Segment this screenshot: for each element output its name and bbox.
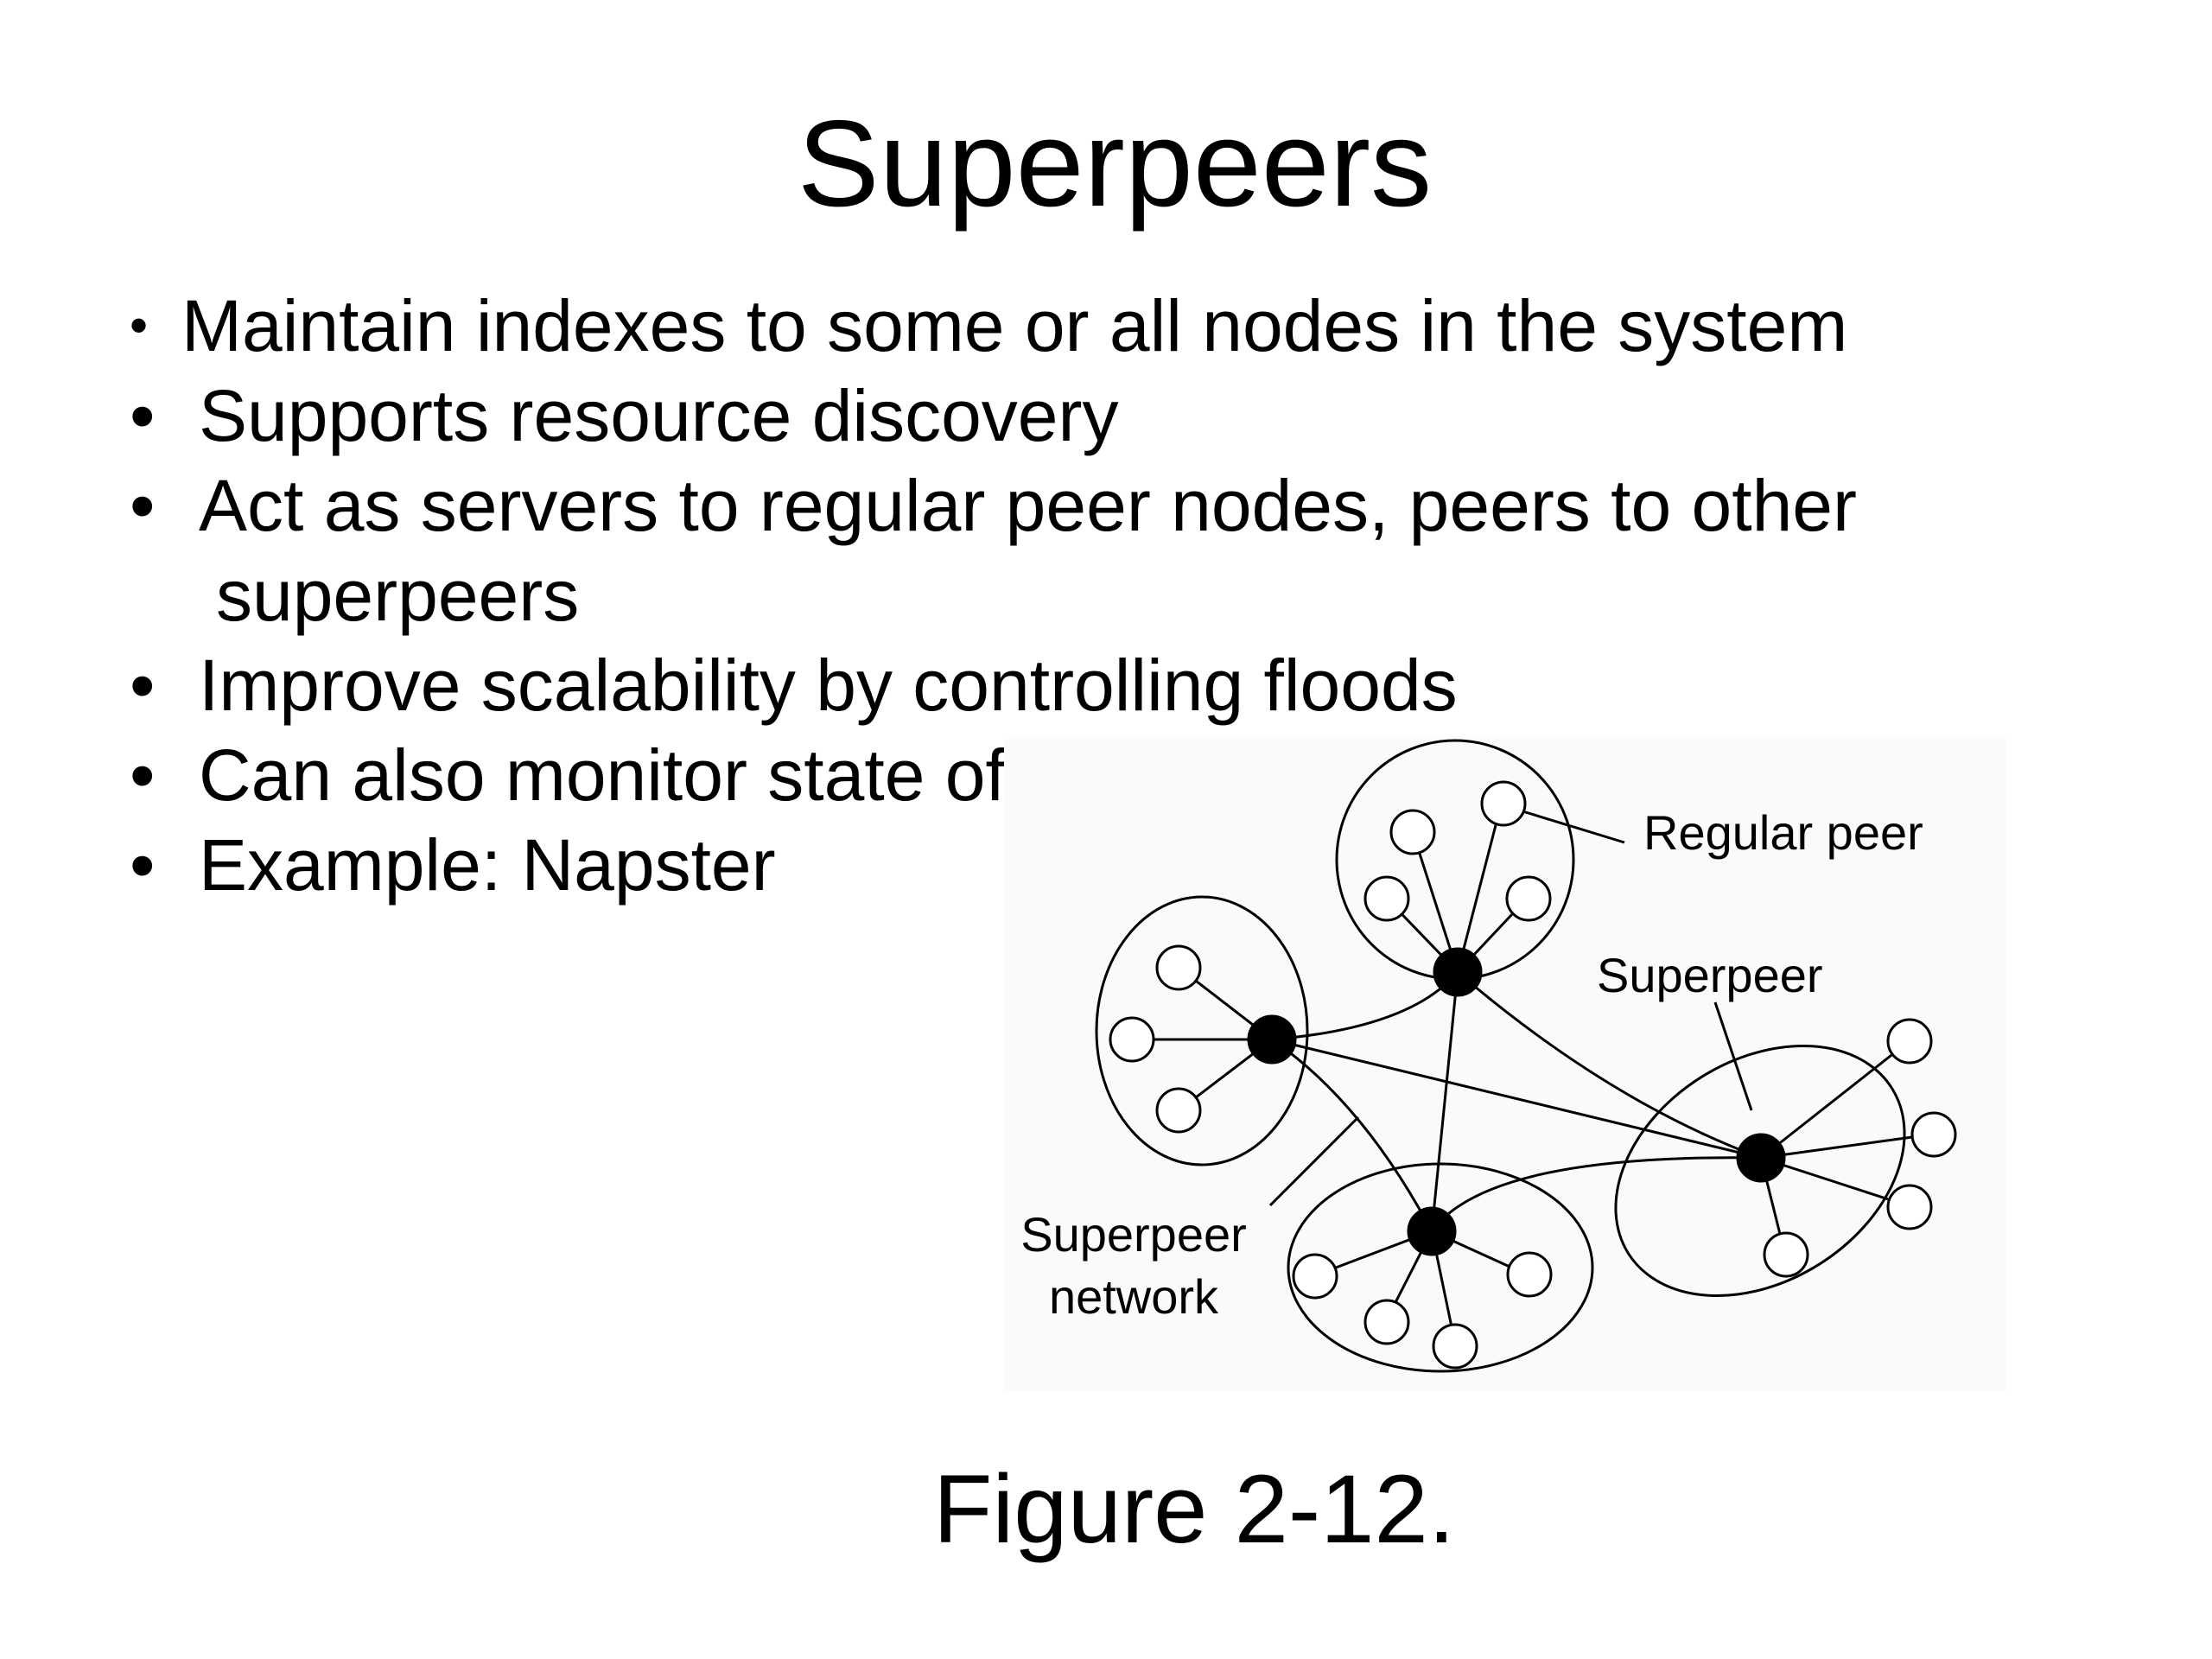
bullet-item: Improve scalability by controlling flood…: [121, 640, 1857, 730]
peer-link: [1760, 1133, 1932, 1160]
superpeer-node: [1247, 1014, 1297, 1065]
peer-link: [1760, 1041, 1908, 1160]
regular-peer: [1886, 1184, 1933, 1230]
regular-peer: [1480, 780, 1527, 827]
diagram-svg: [1095, 739, 1957, 1373]
regular-peer: [1763, 1231, 1809, 1278]
regular-peer: [1292, 1253, 1338, 1300]
regular-peer: [1363, 875, 1410, 922]
leader-line-network: [1268, 1116, 1360, 1207]
bullet-item: Supports resource discovery: [121, 371, 1857, 461]
bullet-list: Maintain indexes to some or all nodes in…: [121, 281, 1857, 910]
label-regular-peer: Regular peer: [1643, 805, 1923, 860]
regular-peer: [1505, 875, 1552, 922]
bullet-item: Example: Napster: [121, 820, 1857, 910]
cluster-outline-top: [1335, 739, 1575, 981]
superpeer-link: [1430, 1156, 1762, 1232]
label-superpeer: Superpeer: [1597, 948, 1823, 1002]
bullet-item: Maintain indexes to some or all nodes in…: [121, 281, 1857, 371]
superpeer-link: [1271, 1038, 1433, 1232]
regular-peer: [1389, 809, 1436, 855]
label-network-line2: network: [1048, 1269, 1219, 1324]
regular-peer: [1886, 1018, 1933, 1065]
label-superpeer-network: Superpeer network: [1004, 1204, 1263, 1328]
bullet-item-continuation: superpeers: [216, 555, 580, 636]
regular-peer: [1109, 1016, 1155, 1063]
regular-peer: [1155, 944, 1202, 991]
leader-line-regular-peer: [1519, 809, 1625, 844]
superpeer-link: [1271, 1038, 1762, 1160]
slide-title: Superpeers: [797, 95, 1433, 232]
regular-peer: [1432, 1323, 1478, 1370]
peer-link: [1760, 1156, 1908, 1207]
regular-peers: [1109, 780, 1957, 1370]
bullet-item: Act as servers to regular peer nodes, pe…: [121, 461, 1857, 640]
regular-peer: [1910, 1111, 1957, 1158]
superpeer-link: [1430, 971, 1459, 1232]
superpeer-network-diagram: Regular peer Superpeer Superpeer network: [1004, 739, 2006, 1391]
cluster-outline-left: [1095, 895, 1309, 1166]
regular-peer: [1506, 1251, 1553, 1298]
peer-link: [1456, 804, 1503, 973]
superpeer-node: [1407, 1206, 1457, 1256]
superpeer-link: [1457, 970, 1762, 1160]
superpeer-node: [1736, 1133, 1786, 1183]
bullet-item-text: Act as servers to regular peer nodes, pe…: [199, 465, 1857, 546]
cluster-outline-right: [1614, 1044, 1906, 1298]
label-network-line1: Superpeer: [1020, 1207, 1247, 1262]
cluster-outline-bottom: [1287, 1162, 1594, 1373]
superpeer-node: [1433, 947, 1483, 997]
regular-peer: [1363, 1299, 1410, 1345]
superpeers: [1247, 947, 1786, 1256]
figure-caption: Figure 2-12.: [933, 1455, 1455, 1563]
regular-peer: [1155, 1087, 1202, 1134]
leader-line-superpeer: [1713, 1001, 1753, 1111]
